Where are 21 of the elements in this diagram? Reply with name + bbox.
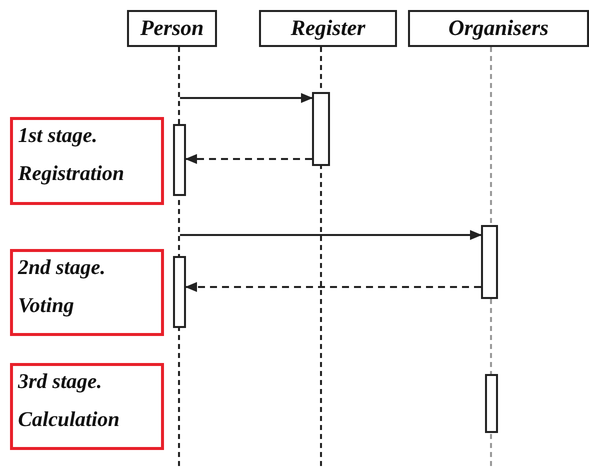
stage-label: Registration	[18, 160, 126, 186]
stage-label: Voting	[18, 292, 76, 318]
stage-box	[10, 363, 164, 450]
stage-label: 1st stage.	[18, 122, 98, 148]
stage-label: Calculation	[18, 406, 121, 432]
activation-bar	[481, 225, 498, 299]
stage-box	[10, 249, 164, 336]
message-arrow	[180, 93, 313, 103]
lifeline-header: Organisers	[408, 10, 589, 47]
stage-label: 3rd stage.	[18, 368, 103, 394]
activation-bar	[173, 124, 186, 196]
activation-bar	[485, 374, 498, 433]
lifeline-header: Person	[127, 10, 217, 47]
stage-box	[10, 117, 164, 205]
message-arrow	[180, 230, 482, 240]
activation-bar	[312, 92, 330, 166]
activation-bar	[173, 256, 186, 328]
message-arrow	[185, 154, 312, 164]
lifeline-header: Register	[259, 10, 397, 47]
message-arrow	[185, 282, 481, 292]
stage-label: 2nd stage.	[18, 254, 107, 280]
